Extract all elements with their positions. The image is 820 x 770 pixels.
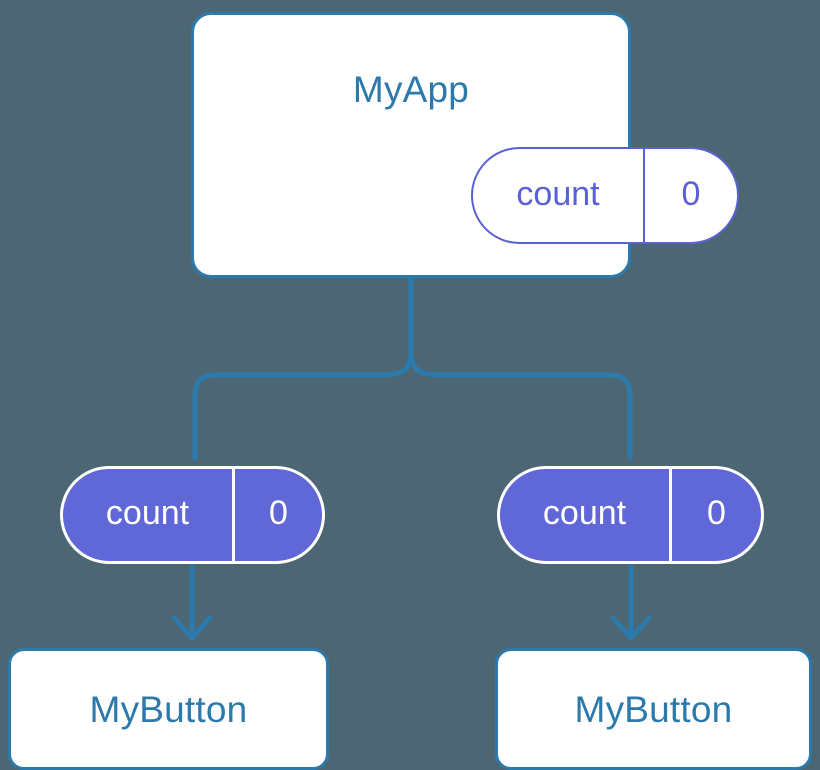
arrow-head-right-icon [610, 615, 652, 641]
prop-pill-right[interactable]: count 0 [497, 466, 764, 564]
wire-branch-right [408, 351, 633, 460]
component-box-mybutton-left[interactable]: MyButton [8, 648, 329, 770]
state-pill-root[interactable]: count 0 [471, 147, 739, 244]
component-box-myapp[interactable]: MyApp count 0 [191, 12, 739, 278]
prop-pill-left-key: count [63, 469, 235, 561]
component-title-myapp: MyApp [352, 69, 470, 110]
component-title-mybutton-left: MyButton [89, 689, 248, 730]
component-title-mybutton-right: MyButton [574, 689, 733, 730]
state-pill-root-key: count [473, 149, 645, 242]
prop-pill-right-key: count [500, 469, 672, 561]
arrow-head-left-icon [171, 615, 213, 641]
component-box-mybutton-right[interactable]: MyButton [495, 648, 812, 770]
wire-branch-left [192, 351, 414, 460]
prop-pill-left[interactable]: count 0 [60, 466, 325, 564]
prop-pill-left-value: 0 [269, 494, 288, 532]
state-pill-root-value: 0 [681, 174, 701, 213]
prop-pill-right-value: 0 [707, 494, 726, 532]
